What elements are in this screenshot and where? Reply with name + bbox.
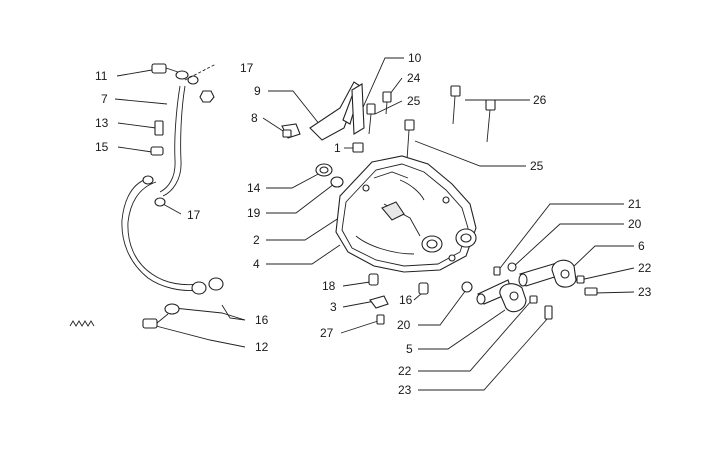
callout-19: 19 — [247, 206, 261, 220]
part-16-sleeve-center — [418, 282, 429, 295]
part-2-4-cylinder-head — [335, 155, 477, 273]
callout-10: 10 — [408, 51, 422, 65]
callout-23-lower: 23 — [398, 383, 412, 397]
callout-9: 9 — [254, 84, 261, 98]
part-3-connector — [369, 295, 389, 309]
callout-27: 27 — [320, 326, 334, 340]
part-5-rocker-arm — [476, 279, 527, 313]
callout-1: 1 — [334, 141, 341, 155]
callout-14: 14 — [247, 181, 261, 195]
callout-11: 11 — [95, 69, 108, 83]
part-7-oil-pipe — [121, 85, 224, 295]
callout-25-upper: 25 — [407, 94, 421, 108]
part-15-clip — [150, 146, 164, 156]
callout-7: 7 — [101, 92, 108, 106]
part-8-clip — [281, 123, 301, 139]
callout-16-center: 16 — [399, 293, 413, 307]
part-19-o-ring — [330, 176, 344, 188]
callout-labels: 11 7 13 15 17 16 12 17 9 8 10 24 25 26 1… — [95, 51, 652, 397]
callout-25-lower: 25 — [530, 159, 544, 173]
callout-17-top: 17 — [240, 61, 254, 75]
part-27-screw — [376, 314, 385, 325]
part-23-adjuster-lower — [544, 305, 553, 320]
callout-4: 4 — [253, 257, 260, 271]
part-14-cap — [315, 163, 333, 177]
callout-20-right: 20 — [628, 217, 642, 231]
callout-3: 3 — [330, 300, 337, 314]
part-23-adjuster-right — [584, 287, 598, 296]
callout-23-right: 23 — [638, 285, 652, 299]
callout-22-lower: 22 — [398, 364, 412, 378]
part-20-washer-left — [461, 281, 473, 293]
part-26-long-bolts — [450, 85, 496, 143]
callout-17-left: 17 — [187, 208, 201, 222]
part-22-nut-lower — [529, 295, 538, 304]
leader-lines — [114, 57, 635, 391]
callout-16-left: 16 — [255, 313, 269, 327]
part-24-screw — [382, 91, 392, 115]
callout-5: 5 — [406, 342, 413, 356]
part-21-pin — [493, 266, 501, 276]
part-20-washer-right — [507, 262, 517, 272]
part-22-nut-right — [576, 275, 585, 284]
part-18-sleeve — [368, 273, 379, 286]
callout-8: 8 — [251, 111, 258, 125]
part-12-bolt — [142, 303, 180, 329]
part-25-bolt-upper — [366, 103, 376, 135]
part-13-bolt — [154, 120, 164, 136]
part-10-plate — [351, 83, 365, 135]
callout-21: 21 — [628, 197, 642, 211]
spring-icon — [69, 320, 95, 327]
callout-18: 18 — [322, 279, 336, 293]
part-1-clip — [352, 142, 364, 153]
part-25-bolt-lower — [404, 119, 415, 161]
part-6-rocker-arm — [518, 259, 577, 288]
part-17-washer-left — [154, 197, 166, 207]
callout-12: 12 — [255, 340, 269, 354]
callout-13: 13 — [95, 116, 109, 130]
callout-15: 15 — [95, 140, 109, 154]
callout-22-right: 22 — [638, 261, 652, 275]
callout-26: 26 — [533, 93, 547, 107]
callout-2: 2 — [253, 233, 260, 247]
callout-20-left: 20 — [397, 318, 411, 332]
callout-24: 24 — [407, 71, 421, 85]
part-11-bolt-and-washers — [151, 63, 217, 103]
callout-6: 6 — [638, 239, 645, 253]
